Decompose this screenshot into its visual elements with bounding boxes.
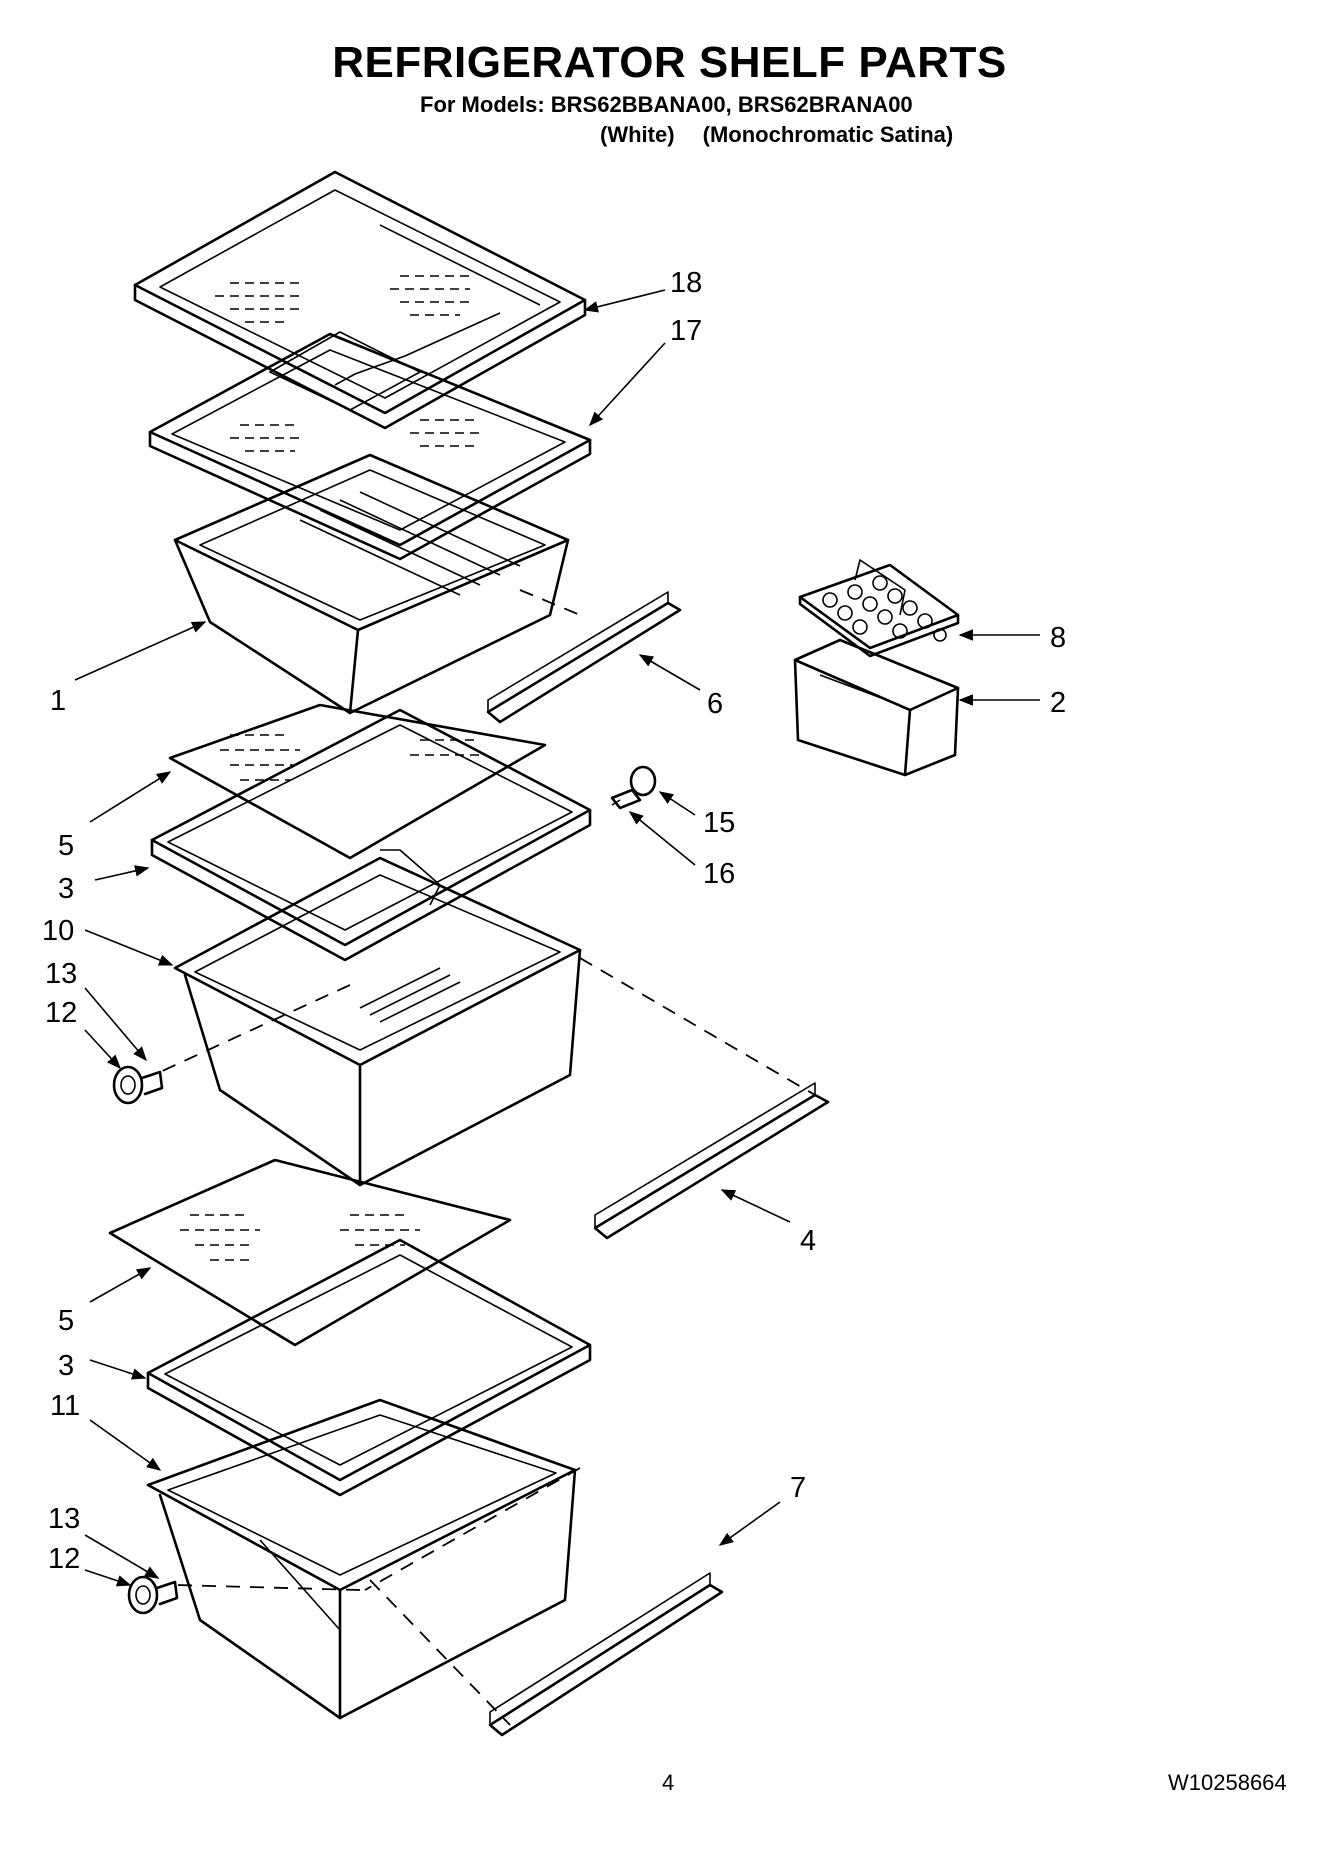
callout-11: 11 [50,1390,80,1422]
callout-10: 10 [42,915,74,947]
callout-18: 18 [670,267,702,299]
callout-5-lower: 5 [58,1305,74,1337]
page-number: 4 [662,1770,675,1795]
part-6-trim [486,591,682,724]
callout-1: 1 [50,685,66,717]
callout-8: 8 [1050,622,1066,654]
part-15-16-hardware [610,765,657,810]
part-12-13-wheel-lower [127,1575,179,1615]
callout-15: 15 [703,807,735,839]
callout-4: 4 [800,1225,816,1257]
callout-3-lower: 3 [58,1350,74,1382]
callout-labels: 18 17 1 6 8 2 5 3 15 16 10 13 12 4 5 3 1… [42,267,1066,1575]
callout-7: 7 [790,1472,806,1504]
part-3-cover-frame-upper [150,708,592,962]
part-5-glass-upper [168,703,547,860]
leader-lines [74,289,1040,1587]
part-7-trim [488,1572,724,1737]
part-4-trim [593,1082,830,1240]
part-18-shelf-frame [133,170,587,430]
document-number: W10258664 [1168,1770,1287,1795]
callout-5-upper: 5 [58,830,74,862]
part-3-cover-frame-lower [146,1238,592,1497]
color-white: (White) [600,122,675,147]
callout-3-upper: 3 [58,873,74,905]
callout-12-upper: 12 [45,997,77,1029]
part-12-13-wheel-upper [112,1065,164,1105]
callout-13-upper: 13 [45,958,77,990]
part-10-crisper-drawer [173,856,582,1187]
color-satina: (Monochromatic Satina) [702,122,954,147]
color-variants: (White) (Monochromatic Satina) [600,122,953,148]
part-5-glass-lower [108,1158,512,1347]
page-title: REFRIGERATOR SHELF PARTS [332,38,1007,87]
part-2-egg-bin [793,638,960,777]
callout-2: 2 [1050,687,1066,719]
callout-17: 17 [670,315,702,347]
callout-6: 6 [707,688,723,720]
callout-12-lower: 12 [48,1543,80,1575]
part-1-crisper-drawer [173,453,570,715]
callout-13-lower: 13 [48,1503,80,1535]
assembly-lines [159,589,816,1726]
part-8-egg-tray-lid [798,559,960,658]
part-17-shelf-frame [148,332,592,561]
part-11-crisper-drawer [146,1398,577,1720]
models-line: For Models: BRS62BBANA00, BRS62BRANA00 [420,92,913,117]
callout-16: 16 [703,858,735,890]
